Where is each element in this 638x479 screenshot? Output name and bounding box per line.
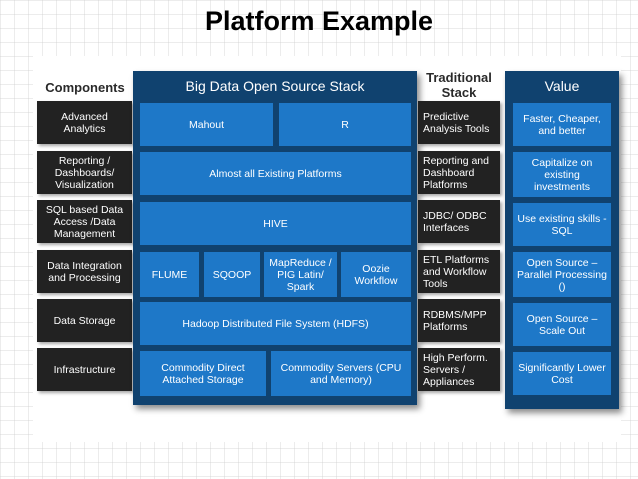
stack-header: Big Data Open Source Stack bbox=[185, 78, 365, 94]
box-commodity-servers: Commodity Servers (CPU and Memory) bbox=[271, 351, 411, 396]
component-data-storage: Data Storage bbox=[37, 299, 132, 342]
page-title: Platform Example bbox=[204, 6, 434, 36]
value-capitalize: Capitalize on existing investments bbox=[513, 152, 611, 197]
value-faster: Faster, Cheaper, and better bbox=[513, 103, 611, 146]
box-mapreduce: MapReduce / PIG Latin/ Spark bbox=[264, 252, 337, 297]
traditional-jdbc: JDBC/ ODBC Interfaces bbox=[418, 200, 500, 243]
traditional-reporting: Reporting and Dashboard Platforms bbox=[418, 151, 500, 194]
value-skills: Use existing skills - SQL bbox=[513, 203, 611, 246]
component-sql-access: SQL based Data Access /Data Management bbox=[37, 200, 132, 243]
big-data-stack: Big Data Open Source Stack Mahout R Almo… bbox=[133, 71, 417, 405]
value-header: Value bbox=[544, 78, 580, 94]
box-existing-platforms: Almost all Existing Platforms bbox=[140, 152, 411, 195]
box-sqoop: SQOOP bbox=[204, 252, 260, 297]
box-r: R bbox=[279, 103, 411, 146]
traditional-header: Traditional Stack bbox=[426, 70, 492, 100]
traditional-servers: High Perform. Servers / Appliances bbox=[418, 348, 500, 391]
value-scale-out: Open Source – Scale Out bbox=[513, 303, 611, 346]
traditional-rdbms: RDBMS/MPP Platforms bbox=[418, 299, 500, 342]
box-commodity-storage: Commodity Direct Attached Storage bbox=[140, 351, 266, 396]
components-header: Components bbox=[45, 80, 125, 95]
component-data-integration: Data Integration and Processing bbox=[37, 250, 132, 293]
traditional-etl: ETL Platforms and Workflow Tools bbox=[418, 250, 500, 293]
box-flume: FLUME bbox=[140, 252, 199, 297]
value-column: Value Faster, Cheaper, and better Capita… bbox=[505, 71, 619, 409]
box-hdfs: Hadoop Distributed File System (HDFS) bbox=[140, 302, 411, 345]
component-advanced-analytics: Advanced Analytics bbox=[37, 101, 132, 144]
component-reporting: Reporting / Dashboards/ Visualization bbox=[37, 151, 132, 194]
value-parallel: Open Source – Parallel Processing () bbox=[513, 252, 611, 297]
box-hive: HIVE bbox=[140, 202, 411, 245]
component-infrastructure: Infrastructure bbox=[37, 348, 132, 391]
box-oozie: Oozie Workflow bbox=[341, 252, 411, 297]
traditional-predictive: Predictive Analysis Tools bbox=[418, 101, 500, 144]
box-mahout: Mahout bbox=[140, 103, 273, 146]
value-lower-cost: Significantly Lower Cost bbox=[513, 352, 611, 395]
